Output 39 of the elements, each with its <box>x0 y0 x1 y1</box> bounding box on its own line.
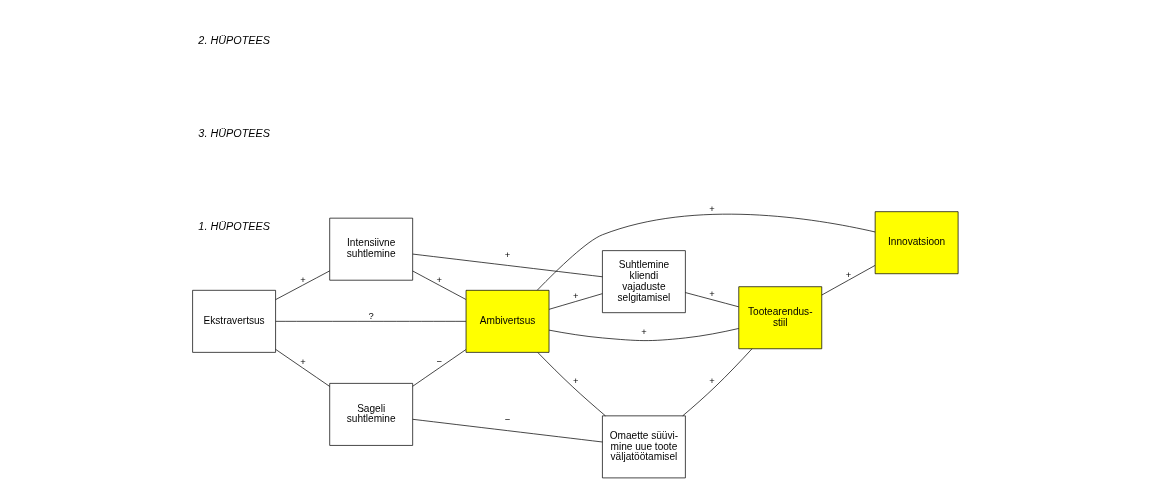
edge-label: + <box>709 289 715 300</box>
edge-label: + <box>572 376 579 387</box>
node-box: Innovatsioon <box>874 211 959 275</box>
edge-label: + <box>436 274 443 285</box>
connector <box>682 348 753 417</box>
node-box: Omaette süüvi- mine uue toote väljatöötamisel <box>602 415 686 479</box>
edge-label: + <box>709 376 715 387</box>
connector <box>275 270 331 300</box>
edge-label: + <box>709 203 715 214</box>
label: 2. HÜPOTEES <box>198 33 270 46</box>
edge-label: + <box>300 274 306 285</box>
edge-label: + <box>845 269 852 280</box>
connector <box>412 418 603 443</box>
node-box: Ambivertsus <box>465 289 550 353</box>
connector <box>275 320 467 322</box>
label: 1. HÜPOTEES <box>198 220 270 233</box>
node-box: Suhtlemine kliendi vajaduste selgitamisel <box>602 250 686 314</box>
edge-label: − <box>504 414 511 425</box>
node-box: Intensiivne suhtlemine <box>329 217 414 281</box>
connector <box>548 328 739 341</box>
connector <box>821 265 876 296</box>
connector <box>412 270 467 300</box>
connector <box>412 349 467 387</box>
connector <box>537 352 606 417</box>
label: 3. HÜPOTEES <box>198 127 270 139</box>
connector <box>548 293 603 310</box>
connector <box>536 213 876 291</box>
connector <box>685 292 739 308</box>
node-box: Ekstravertsus <box>192 289 276 353</box>
connector <box>275 349 331 387</box>
edge-label: ? <box>368 310 374 321</box>
edge-label: + <box>641 327 647 338</box>
node-box: Tootearendus- stiil <box>738 286 823 350</box>
edge-label: + <box>504 250 511 261</box>
edge-label: + <box>572 291 579 302</box>
node-box: Sageli suhtlemine <box>329 383 414 446</box>
edge-label: + <box>300 356 306 367</box>
connector <box>412 253 603 278</box>
edge-label: − <box>436 356 443 367</box>
